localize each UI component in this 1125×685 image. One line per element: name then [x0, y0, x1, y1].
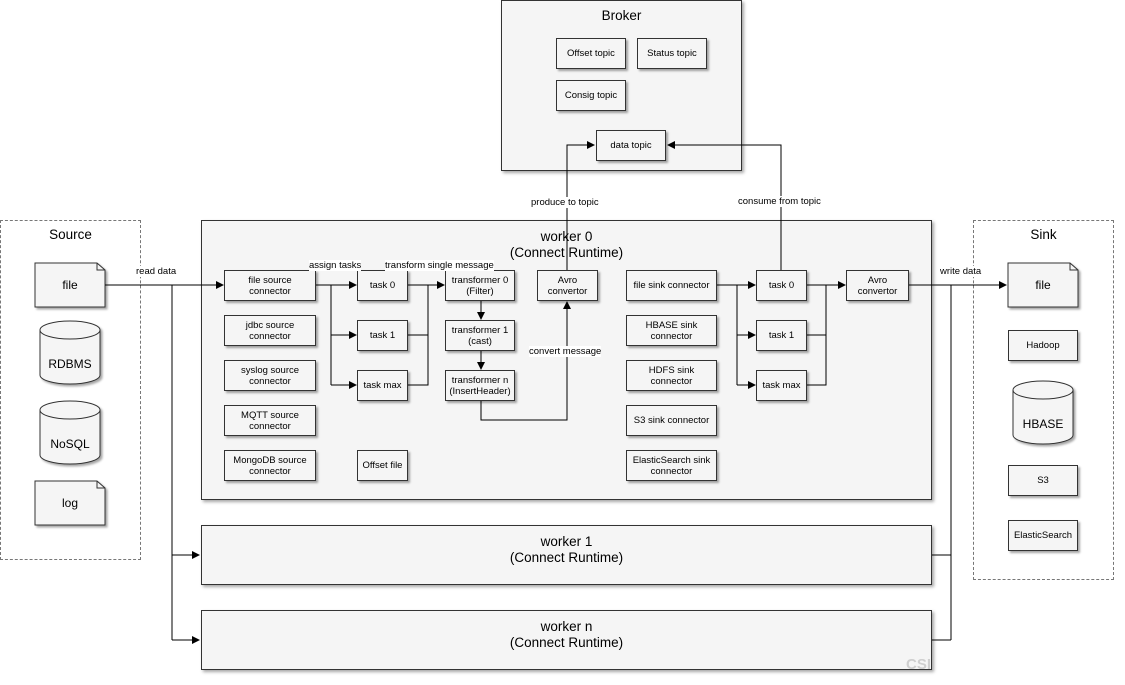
config-topic[interactable]: Consig topic [556, 80, 626, 111]
transformer-0[interactable]: transformer 0 (Filter) [445, 270, 515, 301]
worker-n-container: worker n (Connect Runtime) [201, 610, 932, 670]
source-rdbms-cylinder[interactable] [39, 320, 101, 385]
sink-task-0[interactable]: task 0 [756, 270, 807, 301]
transformer-n[interactable]: transformer n (InsertHeader) [445, 370, 515, 401]
watermark: CSI [906, 656, 932, 673]
source-log-shape[interactable] [34, 480, 106, 526]
produce-to-topic-label: produce to topic [531, 197, 599, 208]
transformer-1[interactable]: transformer 1 (cast) [445, 320, 515, 351]
sink-hbase-cylinder[interactable] [1012, 380, 1074, 445]
status-topic[interactable]: Status topic [637, 38, 707, 69]
hdfs-sink-connector[interactable]: HDFS sink connector [626, 360, 717, 391]
transform-single-message-label: transform single message [385, 260, 494, 271]
sink-s3[interactable]: S3 [1008, 465, 1078, 496]
hbase-sink-connector[interactable]: HBASE sink connector [626, 315, 717, 346]
sink-title: Sink [1030, 227, 1057, 242]
broker-title: Broker [601, 8, 642, 23]
data-topic[interactable]: data topic [596, 130, 666, 161]
sink-hadoop[interactable]: Hadoop [1008, 330, 1078, 361]
consume-from-topic-label: consume from topic [738, 196, 821, 207]
sink-task-1[interactable]: task 1 [756, 320, 807, 351]
write-data-label: write data [940, 266, 982, 277]
source-task-0[interactable]: task 0 [357, 270, 408, 301]
sink-file-label: file [1035, 278, 1051, 292]
source-task-1[interactable]: task 1 [357, 320, 408, 351]
avro-convertor-sink[interactable]: Avro convertor [846, 270, 909, 301]
worker-0-title: worker 0 (Connect Runtime) [509, 229, 624, 260]
offset-file[interactable]: Offset file [357, 450, 408, 481]
worker-1-title: worker 1 (Connect Runtime) [509, 534, 624, 565]
jdbc-source-connector[interactable]: jdbc source connector [224, 315, 316, 346]
worker-1-container: worker 1 (Connect Runtime) [201, 525, 932, 585]
offset-topic[interactable]: Offset topic [556, 38, 626, 69]
source-rdbms-label: RDBMS [48, 357, 92, 371]
sink-elasticsearch[interactable]: ElasticSearch [1008, 520, 1078, 551]
file-sink-connector[interactable]: file sink connector [626, 270, 717, 301]
sink-task-max[interactable]: task max [756, 370, 807, 401]
source-log-label: log [61, 496, 78, 510]
source-nosql-label: NoSQL [50, 437, 90, 451]
mongodb-source-connector[interactable]: MongoDB source connector [224, 450, 316, 481]
file-source-connector[interactable]: file source connector [224, 270, 316, 301]
convert-message-label: convert message [529, 346, 602, 357]
avro-convertor-source[interactable]: Avro convertor [537, 270, 598, 301]
source-title: Source [49, 227, 92, 242]
source-file-label: file [62, 278, 78, 292]
syslog-source-connector[interactable]: syslog source connector [224, 360, 316, 391]
elasticsearch-sink-connector[interactable]: ElasticSearch sink connector [626, 450, 717, 481]
worker-n-title: worker n (Connect Runtime) [509, 619, 624, 650]
sink-hbase-label: HBASE [1022, 417, 1064, 431]
s3-sink-connector[interactable]: S3 sink connector [626, 405, 717, 436]
source-file-shape[interactable] [34, 262, 106, 308]
source-nosql-cylinder[interactable] [39, 400, 101, 465]
mqtt-source-connector[interactable]: MQTT source connector [224, 405, 316, 436]
assign-tasks-label: assign tasks [309, 260, 362, 271]
sink-file-shape[interactable] [1007, 262, 1079, 308]
read-data-label: read data [136, 266, 177, 277]
source-task-max[interactable]: task max [357, 370, 408, 401]
